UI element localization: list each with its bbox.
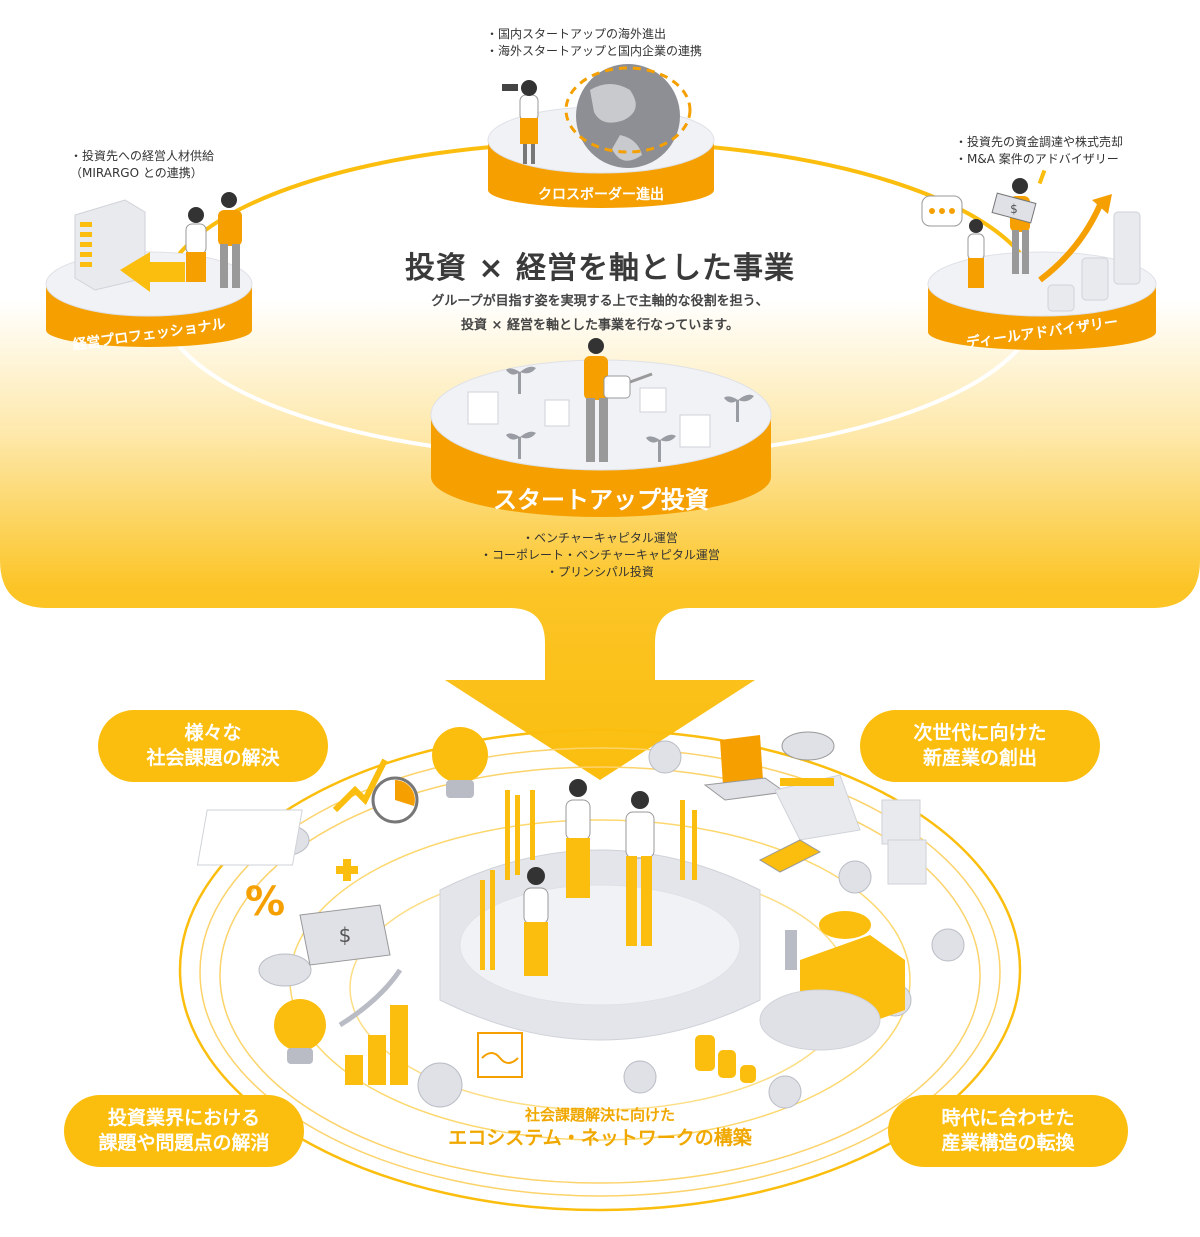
- ecosystem-caption: 社会課題解決に向けた エコシステム・ネットワークの構築: [350, 1105, 850, 1151]
- laptop-icon: [703, 735, 787, 801]
- watering-can-icon: [603, 375, 631, 399]
- outcome-line: 時代に合わせた: [941, 1107, 1075, 1129]
- subtitle-line: グループが目指す姿を実現する上で主軸的な役割を担う、: [431, 294, 769, 309]
- arrow-icon: [120, 252, 185, 292]
- outcome-line: 新産業の創出: [922, 747, 1037, 769]
- growth-arrow-icon: [338, 968, 403, 1028]
- svg-text:%: %: [245, 879, 285, 925]
- platform-startup: [430, 338, 772, 517]
- outcome-line: 産業構造の転換: [941, 1132, 1075, 1154]
- ad-panel-icon: [477, 1032, 523, 1078]
- industrial-block: [759, 935, 905, 1051]
- smartphone-icon: [758, 839, 822, 873]
- platform-label-startup: スタートアップ投資: [493, 486, 709, 514]
- bullet-item: ・投資先への経営人材供給: [70, 149, 215, 163]
- outcome-line: 次世代に向けた: [913, 722, 1047, 744]
- page-subtitle: グループが目指す姿を実現する上で主軸的な役割を担う、 投資 × 経営を軸とした事…: [0, 290, 1200, 338]
- outcome-line: 投資業界における: [107, 1107, 260, 1129]
- page-title: 投資 × 経営を軸とした事業: [404, 251, 796, 286]
- chart-arrow-icon: [1038, 194, 1141, 312]
- box-blocks: [467, 387, 711, 448]
- bar-chart-icon: [345, 1005, 408, 1085]
- bullet-item: ・海外スタートアップと国内企業の連携: [486, 44, 703, 58]
- outcome-industrial-transformation: 時代に合わせた 産業構造の転換: [888, 1095, 1128, 1167]
- startup-bullets: ・ベンチャーキャピタル運営 ・コーポレート・ベンチャーキャピタル運営 ・プリンシ…: [0, 530, 1200, 581]
- platform-management: [45, 192, 253, 347]
- zigzag-arrow-icon: [332, 758, 388, 813]
- ecosystem-line: 社会課題解決に向けた: [524, 1106, 675, 1124]
- bullet-item: ・M&A 案件のアドバイザリー: [955, 152, 1119, 166]
- gear-icon: [623, 740, 965, 1109]
- center-people: [523, 779, 655, 976]
- bullet-item: ・投資先の資金調達や株式売却: [955, 135, 1124, 149]
- outcome-new-industries: 次世代に向けた 新産業の創出: [860, 710, 1100, 782]
- plus-icon: [336, 859, 358, 881]
- cloud-icon: [781, 731, 871, 939]
- person-with-binoculars: [502, 80, 539, 164]
- bullet-item: ・コーポレート・ベンチャーキャピタル運営: [480, 548, 720, 562]
- chat-bubble-icon: [921, 195, 963, 227]
- lightbulb-icon-2: [274, 999, 326, 1064]
- svg-text:$: $: [1010, 202, 1018, 216]
- outcome-line: 課題や問題点の解消: [98, 1132, 270, 1154]
- server-icon: [881, 799, 927, 885]
- management-bullets: ・投資先への経営人材供給 （MIRARGO との連携）: [70, 148, 214, 182]
- businesspeople: [185, 192, 242, 288]
- banknote-icon: $: [299, 904, 391, 966]
- platform-crossborder: [487, 64, 715, 208]
- lightbulb-icon: [432, 727, 488, 798]
- svg-text:$: $: [339, 923, 352, 947]
- robot-arm-icon: [785, 930, 797, 970]
- crossborder-bullets: ・国内スタートアップの海外進出 ・海外スタートアップと国内企業の連携: [486, 26, 702, 60]
- bullet-item: ・ベンチャーキャピタル運営: [522, 531, 678, 545]
- outcome-line: 様々な: [184, 722, 242, 744]
- advisors: $: [967, 169, 1047, 288]
- bullet-item: （MIRARGO との連携）: [70, 166, 203, 180]
- gradient-backdrop: [0, 300, 1200, 780]
- deal-bullets: ・投資先の資金調達や株式売却 ・M&A 案件のアドバイザリー: [955, 134, 1123, 168]
- magnifier-icon: [196, 776, 419, 866]
- outcome-social-issues: 様々な 社会課題の解決: [98, 710, 328, 782]
- platform-deal: $: [921, 169, 1157, 350]
- person-watering: [584, 338, 653, 462]
- central-pedestal: [439, 779, 761, 1041]
- ecosystem-line: エコシステム・ネットワークの構築: [448, 1127, 752, 1149]
- outcome-line: 社会課題の解決: [146, 747, 280, 769]
- bullet-item: ・国内スタートアップの海外進出: [486, 27, 667, 41]
- factory-icon: [774, 774, 861, 841]
- coin-stack-icon: [695, 1035, 756, 1083]
- sprout-icon: [506, 366, 754, 462]
- platform-label-crossborder: クロスボーダー進出: [538, 187, 664, 203]
- subtitle-line: 投資 × 経営を軸とした事業を行なっています。: [461, 318, 739, 333]
- percent-icon: %: [245, 879, 285, 925]
- outcome-investment-issues: 投資業界における 課題や問題点の解消: [64, 1095, 304, 1167]
- bullet-item: ・プリンシパル投資: [546, 565, 654, 579]
- ecosystem-icons: $ %: [196, 727, 965, 1109]
